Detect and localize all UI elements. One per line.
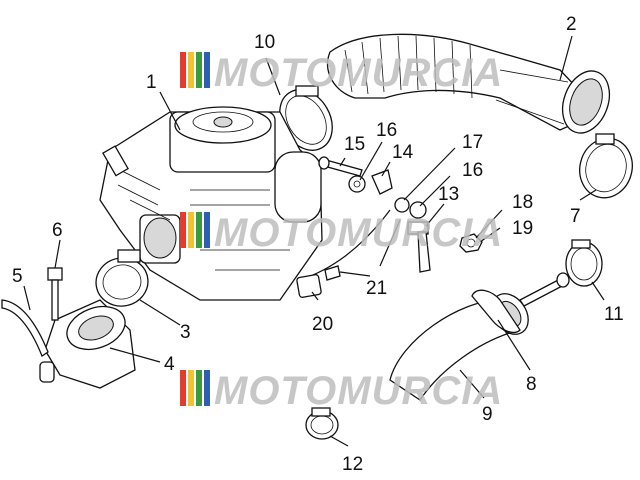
callout-labels: 1 2 3 4 5 6 7 8 9 10 11 12 13 14 15 16 1… [12,14,624,475]
callout-14: 14 [392,142,414,163]
watermark-text: MOTOMURCIA [214,51,503,95]
callout-9: 9 [482,404,493,425]
callout-16-left: 16 [376,120,397,141]
callout-2: 2 [566,14,577,35]
watermark-bottom: MOTOMURCIA [180,369,503,413]
callout-20: 20 [312,314,333,335]
clamp-11 [565,239,603,287]
screw-15 [318,156,366,193]
clamp-12 [305,407,339,440]
screw-6 [47,267,63,321]
cable-21 [296,209,391,298]
clamp-3 [95,249,149,307]
watermark-text: MOTOMURCIA [214,211,503,255]
callout-16-right: 16 [462,160,483,181]
sensor-17 [394,197,431,273]
hose-5 [1,299,49,357]
leader-lines [23,35,605,447]
bracket-14 [371,169,393,195]
callout-8: 8 [526,374,537,395]
watermark-middle: MOTOMURCIA [180,211,503,255]
callout-13: 13 [438,184,459,205]
clamp-7 [579,133,633,199]
callout-7: 7 [570,206,581,227]
callout-15: 15 [344,134,365,155]
watermark-top: MOTOMURCIA [180,51,503,95]
callout-3: 3 [180,322,191,343]
callout-1: 1 [146,72,157,93]
callout-4: 4 [164,354,175,375]
callout-10: 10 [254,32,275,53]
carburettor-body [99,106,323,301]
intake-manifold [39,299,136,389]
callout-17: 17 [462,132,483,153]
nut-19 [459,233,483,253]
air-intake-duct [326,33,611,134]
callout-6: 6 [52,220,63,241]
callout-21: 21 [366,278,387,299]
callout-12: 12 [342,454,363,475]
clamp-8 [471,289,521,334]
callout-18: 18 [512,192,533,213]
callout-11: 11 [604,304,624,325]
callout-5: 5 [12,266,23,287]
callout-19: 19 [512,218,533,239]
watermark-text: MOTOMURCIA [214,369,503,413]
